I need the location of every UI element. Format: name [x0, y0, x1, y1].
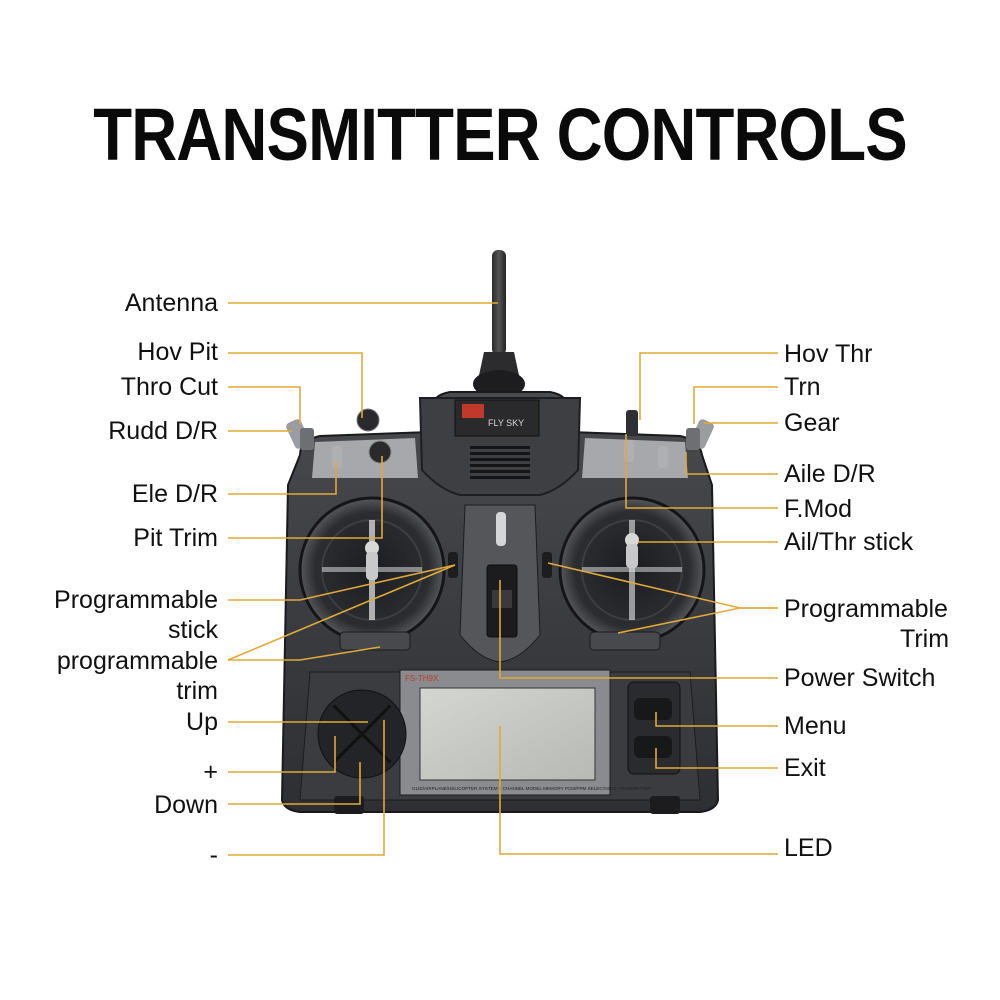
antenna-part	[473, 250, 525, 398]
left-gimbal	[298, 496, 446, 644]
model-text: FS-TH9X	[405, 674, 439, 683]
label-hov-thr: Hov Thr	[784, 340, 873, 368]
label-thro-cut: Thro Cut	[120, 373, 218, 401]
label-programmable-stick-2: stick	[168, 616, 218, 644]
label-trn: Trn	[784, 373, 821, 401]
label-minus: -	[209, 841, 218, 869]
label-aile-dr: Aile D/R	[784, 460, 876, 488]
label-programmable-trim-2: trim	[176, 677, 218, 705]
label-pit-trim: Pit Trim	[133, 524, 218, 552]
label-hov-pit: Hov Pit	[137, 338, 218, 366]
screen-caption: GLID/AIRPLANE/HELICOPTER SYSTEM 9 CHANNE…	[412, 786, 651, 791]
label-plus: +	[203, 758, 218, 786]
lower-panel: FS-TH9X GLID/AIRPLANE/HELICOPTER SYSTEM …	[299, 669, 701, 814]
label-led: LED	[784, 834, 833, 862]
brand-text: FLY SKY	[488, 418, 524, 428]
label-rudd-dr: Rudd D/R	[108, 417, 218, 445]
right-gimbal	[558, 496, 706, 644]
label-power-switch: Power Switch	[784, 664, 936, 692]
label-ail-thr-stick: Ail/Thr stick	[784, 528, 914, 556]
label-programmable-trim-right-2: Trim	[900, 625, 950, 653]
label-ele-dr: Ele D/R	[131, 480, 218, 508]
label-up: Up	[186, 708, 218, 736]
label-down: Down	[154, 791, 218, 819]
label-programmable-trim-right-1: Programmable	[784, 595, 948, 623]
label-gear: Gear	[784, 409, 840, 437]
label-programmable-trim-1: programmable	[56, 647, 218, 675]
page-title: TRANSMITTER CONTROLS	[93, 93, 907, 176]
label-f-mod: F.Mod	[784, 495, 853, 523]
label-menu: Menu	[784, 712, 847, 740]
label-antenna: Antenna	[124, 289, 218, 317]
label-programmable-stick-1: Programmable	[54, 586, 218, 614]
label-exit: Exit	[784, 754, 826, 782]
